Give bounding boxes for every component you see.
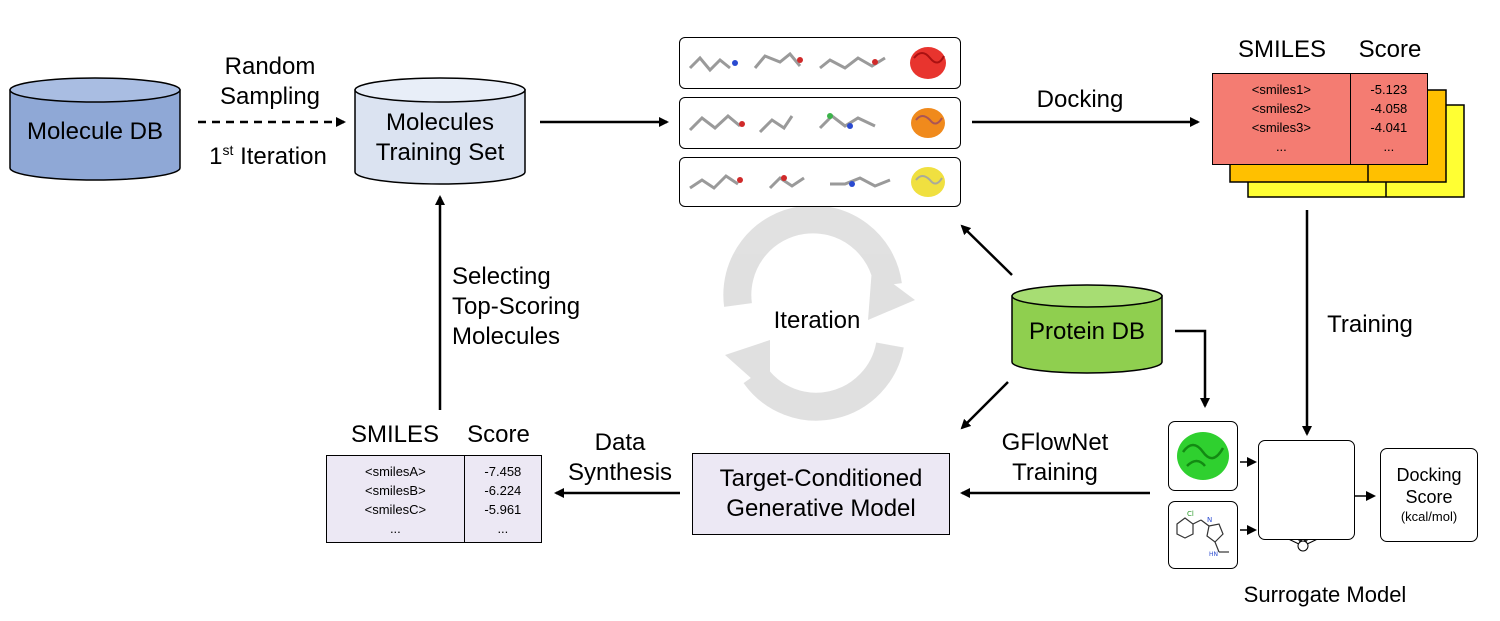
docking-score-unit: (kcal/mol) [1400,509,1458,524]
selecting-label: Selecting Top-Scoring Molecules [452,262,602,352]
docked-score-1: -5.123 [1370,82,1408,97]
docked-table-header-smiles: SMILES [1237,36,1327,63]
selecting-line1: Selecting [452,263,551,290]
training-set-cylinder [354,77,526,185]
generated-table-header-smiles: SMILES [350,421,440,448]
protein-db-label: Protein DB [1028,318,1146,345]
training-label: Training [1327,311,1413,338]
docked-molecules-yellow-protein-icon [689,167,945,197]
training-set-line2: Training Set [375,139,505,166]
protein-to-panels-arrow [960,224,1013,276]
svg-text:Cl: Cl [1187,510,1194,518]
surrogate-network-box [1258,440,1355,540]
generated-smiles-more: ... [389,521,401,536]
generative-model-box: Target-Conditioned Generative Model [692,453,950,535]
docked-score-3: -4.041 [1370,120,1408,135]
svg-text:HN: HN [1209,551,1218,558]
gflownet-line1: GFlowNet [1001,429,1109,456]
surrogate-protein-input [1168,421,1238,491]
gflownet-label: GFlowNet Training [980,428,1130,488]
selecting-line2: Top-Scoring [452,293,581,320]
generated-smiles-b: <smilesB> [365,483,426,498]
docking-panel-2 [679,97,961,149]
green-protein-icon [1177,432,1229,480]
docked-smiles-column: <smiles1> <smiles2> <smiles3> ... [1213,74,1350,164]
docked-molecules-orange-protein-icon [688,108,945,138]
docked-smiles-more: ... [1275,139,1287,154]
generative-model-line1: Target-Conditioned [719,465,923,492]
docked-table: <smiles1> <smiles2> <smiles3> ... -5.123… [1212,73,1428,165]
generated-score-c: -5.961 [484,502,522,517]
docked-table-header-score: Score [1358,36,1422,63]
svg-text:N: N [1207,516,1212,524]
protein-db-cylinder [1011,284,1163,374]
generated-smiles-column: <smilesA> <smilesB> <smilesC> ... [327,456,464,542]
docked-smiles-3: <smiles3> [1251,120,1311,135]
data-synthesis-line2: Synthesis [567,459,673,486]
selecting-line3: Molecules [452,323,561,350]
generated-smiles-a: <smilesA> [365,464,426,479]
docking-label: Docking [1036,86,1124,113]
generated-score-more: ... [497,521,509,536]
docking-score-output-line2: Score [1405,487,1453,507]
surrogate-molecule-input: Cl N HN [1168,501,1238,569]
protein-to-surrogate-arrow [1175,329,1210,408]
surrogate-model-label: Surrogate Model [1243,582,1407,607]
docked-molecules-red-protein-icon [688,47,946,79]
generated-table: <smilesA> <smilesB> <smilesC> ... -7.458… [326,455,542,543]
docked-smiles-1: <smiles1> [1251,82,1311,97]
first-iteration-label: 1st Iteration [193,135,343,172]
training-set-line1: Molecules [385,109,495,136]
protein-to-model-arrow [960,381,1009,430]
docked-score-more: ... [1383,139,1395,154]
iteration-cycle-icon [723,205,915,421]
generated-table-header-score: Score [467,421,530,448]
iteration-word: Iteration [233,143,327,170]
docked-score-column: -5.123 -4.058 -4.041 ... [1349,74,1427,164]
docked-score-2: -4.058 [1370,101,1408,116]
random-sampling-line2: Sampling [219,83,321,110]
molecule-db-cylinder [9,77,181,181]
generative-model-line2: Generative Model [726,495,916,522]
docking-panel-1 [679,37,961,89]
gflownet-line2: Training [1012,459,1098,486]
molecule-db-label: Molecule DB [26,118,164,145]
generated-score-a: -7.458 [484,464,522,479]
docking-score-output: Docking Score (kcal/mol) [1380,448,1478,542]
docked-smiles-2: <smiles2> [1251,101,1311,116]
random-sampling-line1: Random [224,53,316,80]
iteration-label: Iteration [773,307,861,334]
docking-panel-3 [679,157,961,207]
data-synthesis-label: Data Synthesis [560,428,680,488]
generated-smiles-c: <smilesC> [364,502,427,517]
iteration-suffix: st [222,142,234,158]
docking-score-output-line1: Docking [1396,465,1462,485]
iteration-number: 1 [209,143,223,170]
data-synthesis-line1: Data [594,429,646,456]
generated-score-b: -6.224 [484,483,522,498]
molecule-structure-icon: Cl N HN [1176,510,1229,558]
generated-score-column: -7.458 -6.224 -5.961 ... [463,456,541,542]
training-set-label: Molecules Training Set [355,102,525,174]
random-sampling-label: Random Sampling [200,52,340,112]
